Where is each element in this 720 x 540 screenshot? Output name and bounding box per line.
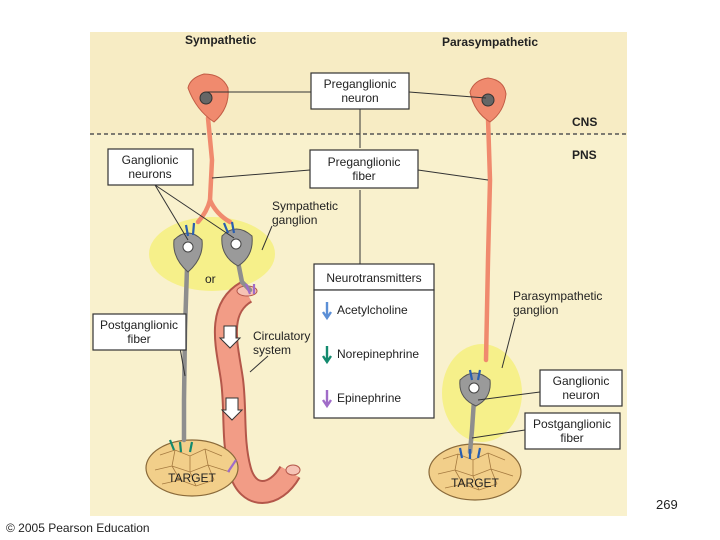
circulatory-system-label: Circulatory system bbox=[253, 329, 310, 357]
legend-item-label: Norepinephrine bbox=[337, 347, 419, 361]
svg-text:neurons: neurons bbox=[128, 167, 171, 181]
legend-arrow-icon bbox=[322, 302, 332, 321]
svg-text:neuron: neuron bbox=[341, 91, 378, 105]
svg-text:ganglion: ganglion bbox=[513, 303, 558, 317]
parasympathetic-ganglionic-neuron bbox=[459, 372, 491, 455]
legend-item: Acetylcholine bbox=[322, 302, 408, 321]
cns-label: CNS bbox=[572, 115, 597, 129]
svg-text:fiber: fiber bbox=[352, 169, 375, 183]
svg-text:fiber: fiber bbox=[560, 431, 583, 445]
sympathetic-preganglionic-neuron bbox=[187, 73, 233, 225]
legend-arrow-icon bbox=[322, 346, 332, 365]
acetylcholine-release-marks bbox=[184, 221, 482, 459]
parasympathetic-preganglionic-neuron bbox=[469, 77, 507, 363]
postganglionic-fiber-label-right: Postganglionic fiber bbox=[524, 412, 621, 450]
parasympathetic-header: Parasympathetic bbox=[442, 35, 538, 49]
sympathetic-ganglion-label: Sympathetic ganglion bbox=[272, 199, 338, 227]
epinephrine-release-marks bbox=[227, 283, 256, 473]
target-right bbox=[428, 443, 522, 501]
postganglionic-fiber-label-left: Postganglionic fiber bbox=[92, 313, 187, 351]
legend-title: Neurotransmitters bbox=[326, 271, 421, 285]
svg-text:Circulatory: Circulatory bbox=[253, 329, 310, 343]
blood-flow-arrow bbox=[218, 325, 242, 349]
preganglionic-fiber-label: Preganglionic fiber bbox=[309, 149, 419, 189]
pns-label: PNS bbox=[572, 148, 597, 162]
norepinephrine-release-marks bbox=[168, 439, 194, 453]
blood-flow-arrow bbox=[220, 397, 244, 421]
legend-item-label: Acetylcholine bbox=[337, 303, 408, 317]
legend-items-box bbox=[313, 289, 435, 419]
legend-item-label: Epinephrine bbox=[337, 391, 401, 405]
svg-text:Ganglionic: Ganglionic bbox=[122, 153, 179, 167]
svg-text:Sympathetic: Sympathetic bbox=[272, 199, 338, 213]
svg-text:Postganglionic: Postganglionic bbox=[533, 417, 611, 431]
parasympathetic-ganglion-label: Parasympathetic ganglion bbox=[513, 289, 602, 317]
svg-text:Preganglionic: Preganglionic bbox=[324, 77, 397, 91]
target-left bbox=[145, 439, 239, 497]
target-left-label: TARGET bbox=[168, 471, 216, 485]
neurotransmitters-legend: Neurotransmitters AcetylcholineNorepinep… bbox=[313, 263, 435, 419]
svg-text:Ganglionic: Ganglionic bbox=[553, 374, 610, 388]
svg-text:Parasympathetic: Parasympathetic bbox=[513, 289, 602, 303]
svg-text:ganglion: ganglion bbox=[272, 213, 317, 227]
svg-text:fiber: fiber bbox=[127, 332, 150, 346]
legend-arrow-icon bbox=[322, 390, 332, 409]
ganglionic-neurons-label: Ganglionic neurons bbox=[107, 148, 194, 186]
connector-lines bbox=[154, 91, 541, 439]
svg-text:system: system bbox=[253, 343, 291, 357]
ganglionic-neuron-label: Ganglionic neuron bbox=[539, 369, 623, 407]
svg-text:Preganglionic: Preganglionic bbox=[328, 155, 401, 169]
legend-item: Epinephrine bbox=[322, 390, 401, 409]
svg-text:Postganglionic: Postganglionic bbox=[100, 318, 178, 332]
sympathetic-ganglionic-neuron-left bbox=[173, 232, 203, 443]
page-number: 269 bbox=[656, 497, 678, 512]
preganglionic-neuron-label: Preganglionic neuron bbox=[310, 72, 410, 110]
copyright-notice: © 2005 Pearson Education bbox=[6, 521, 150, 535]
or-label: or bbox=[205, 272, 216, 286]
legend-item: Norepinephrine bbox=[322, 346, 419, 365]
target-right-label: TARGET bbox=[451, 476, 499, 490]
sympathetic-header: Sympathetic bbox=[185, 33, 257, 47]
svg-text:neuron: neuron bbox=[562, 388, 599, 402]
